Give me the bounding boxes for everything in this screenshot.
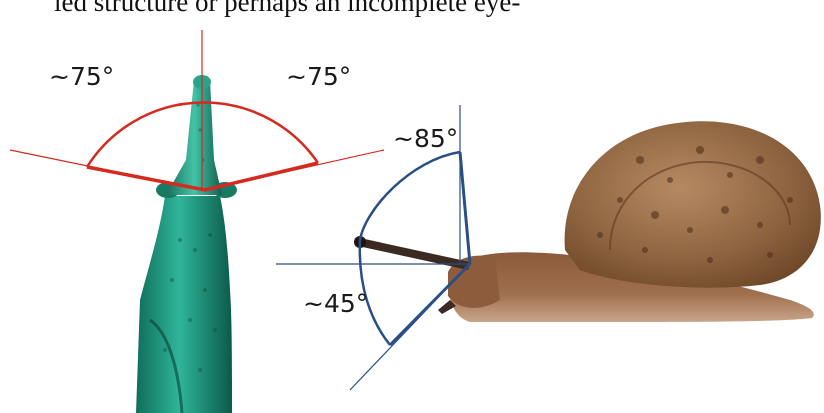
snail-up-edge	[460, 152, 470, 264]
snail-angle-down-label: ~45°	[303, 289, 368, 318]
snail-angle-up-label: ~85°	[393, 124, 458, 153]
snail-tentacle	[358, 238, 470, 270]
bug-angle-right-label: ~75°	[286, 62, 351, 91]
snail-shell	[565, 121, 821, 288]
bug-figure	[136, 75, 237, 413]
bug-rostrum	[166, 80, 222, 195]
bug-body	[136, 196, 232, 413]
bug-angle-left-label: ~75°	[49, 62, 114, 91]
